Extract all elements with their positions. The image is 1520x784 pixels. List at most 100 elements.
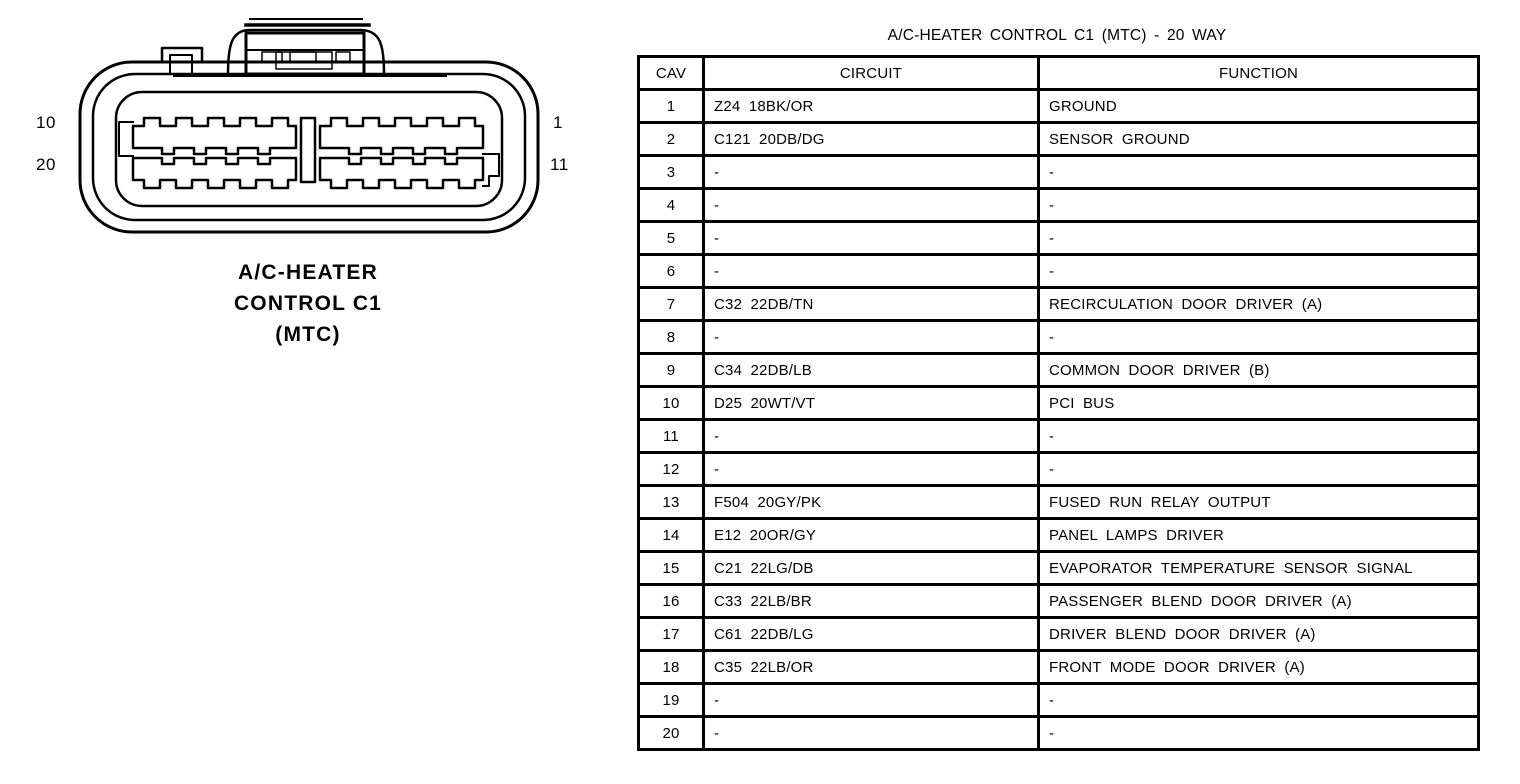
cell-function: DRIVER BLEND DOOR DRIVER (A) [1037,616,1480,652]
cell-function: FUSED RUN RELAY OUTPUT [1037,484,1480,520]
right-index-tab [482,153,500,187]
cell-cav: 12 [637,451,705,487]
caption-line-2: CONTROL C1 [233,292,383,315]
cell-cav: 20 [637,715,705,751]
cell-circuit: Z24 18BK/OR [702,88,1040,124]
caption-line-1: A/C-HEATER [238,261,378,284]
cell-cav: 13 [637,484,705,520]
pin-label-bottom-right: 11 [550,155,569,174]
cell-function: GROUND [1037,88,1480,124]
table-row: 12-- [637,451,1480,487]
cavity-outline [114,90,504,208]
cell-circuit: C21 22LG/DB [702,550,1040,586]
cell-cav: 9 [637,352,705,388]
cell-function: - [1037,715,1480,751]
table-row: 4-- [637,187,1480,223]
cell-cav: 8 [637,319,705,355]
table-row: 11-- [637,418,1480,454]
terminal-row-lower-left [131,156,298,190]
pin-label-top-left: 10 [36,113,56,132]
latch-outer-profile [226,28,386,76]
cell-circuit: - [702,319,1040,355]
table-row: 6-- [637,253,1480,289]
terminal-row-upper-left [131,116,298,156]
caption-line-3: (MTC) [275,323,341,346]
cell-circuit: F504 20GY/PK [702,484,1040,520]
cell-circuit: C33 22LB/BR [702,583,1040,619]
cell-function: RECIRCULATION DOOR DRIVER (A) [1037,286,1480,322]
cell-function: - [1037,253,1480,289]
connector-face-diagram [78,18,540,234]
cell-cav: 2 [637,121,705,157]
cell-cav: 6 [637,253,705,289]
cell-circuit: - [702,418,1040,454]
cell-circuit: - [702,187,1040,223]
cell-circuit: D25 20WT/VT [702,385,1040,421]
table-row: 8-- [637,319,1480,355]
connector-caption: A/C-HEATER CONTROL C1 (MTC) [158,257,458,350]
cell-function: FRONT MODE DOOR DRIVER (A) [1037,649,1480,685]
shell-left-tab [160,46,204,75]
cell-function: - [1037,418,1480,454]
cell-circuit: E12 20OR/GY [702,517,1040,553]
latch-assembly [226,18,386,76]
cell-circuit: C35 22LB/OR [702,649,1040,685]
center-key-bar [299,116,317,184]
cell-cav: 17 [637,616,705,652]
cell-circuit: C121 20DB/DG [702,121,1040,157]
left-index-tab [118,121,134,157]
cell-circuit: C61 22DB/LG [702,616,1040,652]
cell-circuit: C34 22DB/LB [702,352,1040,388]
cell-function: PANEL LAMPS DRIVER [1037,517,1480,553]
latch-box [244,31,366,76]
cell-function: SENSOR GROUND [1037,121,1480,157]
cell-function: PCI BUS [1037,385,1480,421]
column-header-cav: CAV [637,55,705,91]
cell-cav: 16 [637,583,705,619]
cell-function: EVAPORATOR TEMPERATURE SENSOR SIGNAL [1037,550,1480,586]
cell-function: - [1037,187,1480,223]
cell-cav: 15 [637,550,705,586]
cell-function: - [1037,451,1480,487]
cell-cav: 5 [637,220,705,256]
cell-function: - [1037,220,1480,256]
header-row: CAV CIRCUIT FUNCTION [637,55,1480,91]
cell-circuit: C32 22DB/TN [702,286,1040,322]
cell-function: COMMON DOOR DRIVER (B) [1037,352,1480,388]
cell-cav: 3 [637,154,705,190]
column-header-function: FUNCTION [1037,55,1480,91]
pinout-table-title: A/C-HEATER CONTROL C1 (MTC) - 20 WAY [887,27,1227,44]
cell-function: - [1037,319,1480,355]
cell-circuit: - [702,154,1040,190]
cell-circuit: - [702,220,1040,256]
cell-circuit: - [702,451,1040,487]
table-row: 20-- [637,715,1480,751]
cell-cav: 10 [637,385,705,421]
cell-cav: 1 [637,88,705,124]
table-row: 19-- [637,682,1480,718]
pin-label-bottom-left: 20 [36,155,56,174]
cell-cav: 14 [637,517,705,553]
cell-circuit: - [702,253,1040,289]
cell-cav: 7 [637,286,705,322]
cell-cav: 4 [637,187,705,223]
cell-cav: 19 [637,682,705,718]
pin-label-top-right: 1 [553,113,563,132]
terminal-rows-right [318,116,485,190]
cell-cav: 18 [637,649,705,685]
table-row: 3-- [637,154,1480,190]
cell-circuit: - [702,682,1040,718]
